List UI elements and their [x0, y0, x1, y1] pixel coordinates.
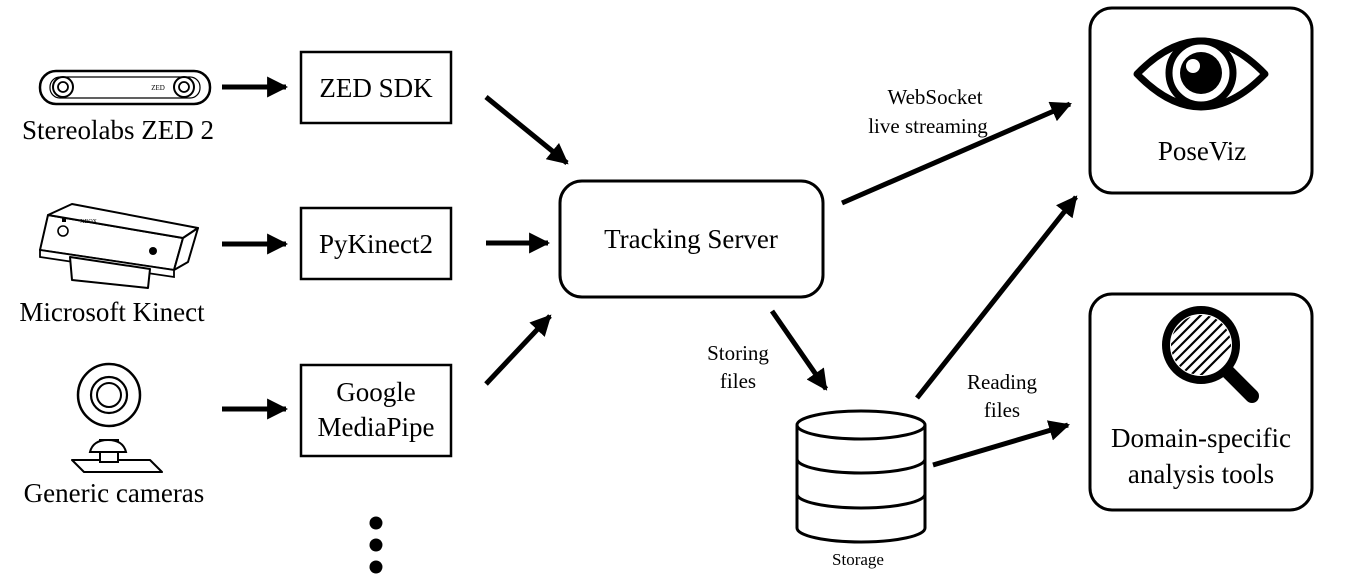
pykinect-label: PyKinect2 [319, 229, 433, 259]
tracking-server-box [558, 179, 825, 299]
magnifier-icon [1162, 306, 1259, 403]
pykinect-box [299, 206, 453, 281]
websocket-label-line2: live streaming [868, 114, 988, 138]
reading-label-line1: Reading [967, 370, 1037, 394]
eye-icon [1133, 37, 1269, 111]
mediapipe-label-line1: Google [336, 377, 416, 407]
storing-label-line1: Storing [707, 341, 769, 365]
reading-label-line2: files [984, 398, 1020, 422]
device-label-kinect: Microsoft Kinect [19, 297, 205, 327]
mediapipe-label-line2: MediaPipe [318, 412, 435, 442]
arrow-server-to-poseviz [841, 101, 1072, 206]
mediapipe-box [299, 363, 453, 458]
stereo-camera-icon: ZED [38, 69, 212, 106]
webcam-icon [71, 362, 163, 473]
storing-label-line2: files [720, 369, 756, 393]
analysis-label-line2: analysis tools [1128, 459, 1274, 489]
websocket-label-line1: WebSocket [887, 85, 982, 109]
arrow-storage-to-analysis [932, 420, 1071, 468]
vertical-ellipsis-icon [369, 516, 383, 574]
arrow-zedsdk-to-server [484, 95, 569, 165]
device-label-zed: Stereolabs ZED 2 [22, 115, 214, 145]
analysis-label-line1: Domain-specific [1111, 423, 1291, 453]
zed-logo: ZED [151, 84, 165, 92]
tracking-server-label: Tracking Server [604, 224, 778, 254]
poseviz-label: PoseViz [1158, 136, 1246, 166]
arrow-mediapipe-to-server [484, 314, 552, 386]
arrow-storage-to-poseviz [915, 195, 1078, 400]
storage-label: Storage [832, 550, 884, 569]
kinect-logo: XBOX [80, 219, 98, 225]
device-label-cameras: Generic cameras [24, 478, 205, 508]
zed-sdk-box [299, 50, 453, 125]
kinect-sensor-icon: XBOX [39, 203, 199, 289]
analysis-box [1088, 292, 1314, 512]
database-icon [795, 409, 927, 544]
zed-sdk-label: ZED SDK [319, 73, 433, 103]
arrow-server-to-storage [769, 309, 829, 391]
